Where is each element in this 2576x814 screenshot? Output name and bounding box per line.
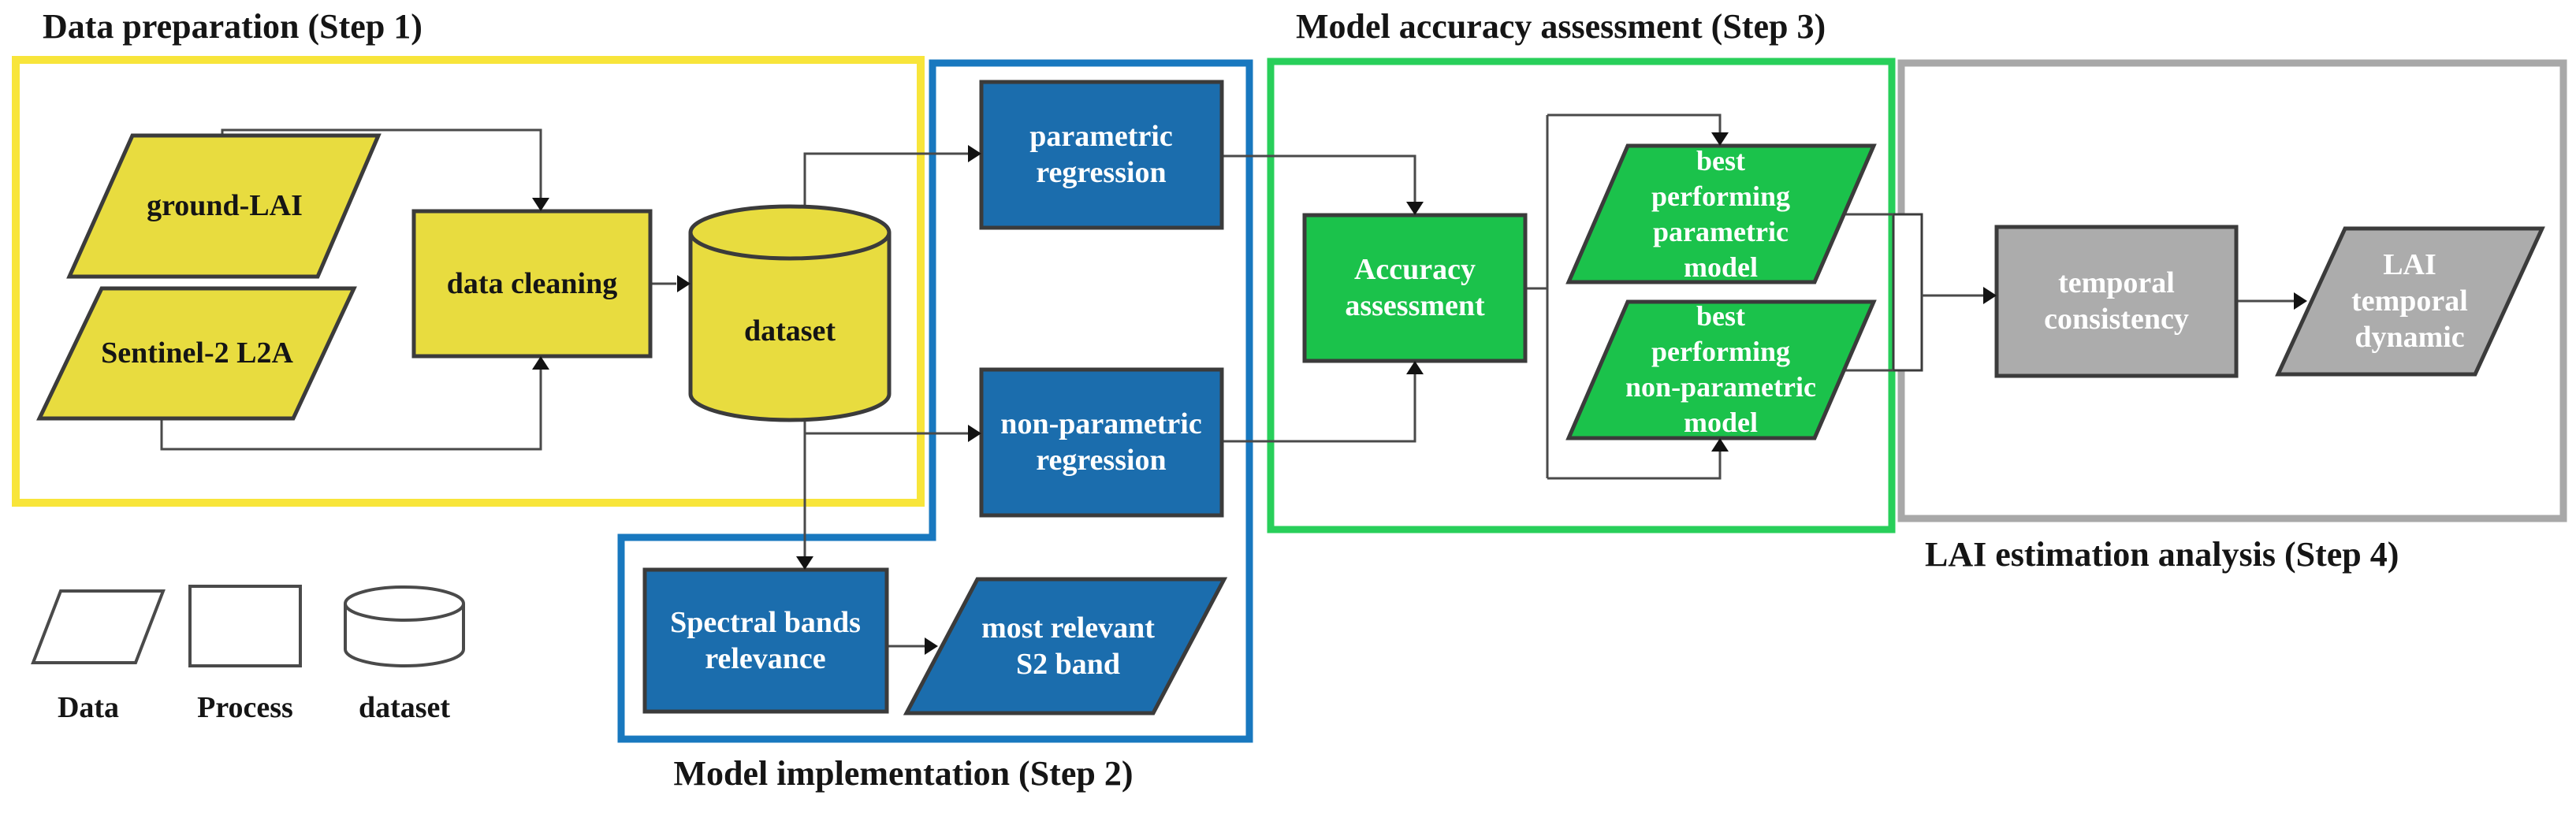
arrowhead — [532, 198, 549, 211]
parametric-regression-rect — [979, 80, 1224, 230]
temporal-consistency-label: temporal consistency — [2044, 266, 2189, 336]
connector-dataset-to-parametric — [803, 152, 968, 209]
connector-parametric-to-accuracy — [1222, 154, 1416, 202]
merge-bracket — [1892, 213, 1923, 372]
arrowhead — [968, 145, 981, 162]
arrowhead — [677, 275, 691, 292]
accuracy-assessment-rect — [1302, 213, 1528, 363]
best-parametric-label: best performing parametric model — [1651, 145, 1790, 283]
step2-title: Model implementation (Step 2) — [673, 754, 1134, 793]
connector-to-best-nonparametric — [1547, 451, 1722, 480]
data-cleaning-label: data cleaning — [446, 267, 618, 300]
connector-nonparametric-to-accuracy — [1222, 374, 1416, 443]
dataset-cylinder-top — [688, 204, 892, 261]
step1-title: Data preparation (Step 1) — [43, 7, 423, 46]
arrowhead — [1711, 132, 1729, 146]
best-non-parametric-parallelogram — [1565, 299, 1877, 440]
s2-band-label: most relevant S2 band — [981, 611, 1155, 681]
arrowhead — [1983, 287, 1997, 304]
arrowhead — [532, 356, 549, 370]
legend-data-parallelogram — [31, 589, 166, 664]
connector-groundlai-to-cleaning — [221, 128, 542, 199]
legend-process-label: Process — [197, 691, 293, 724]
legend-process-rect — [188, 585, 302, 667]
lai-dynamic-label: LAI temporal dynamic — [2351, 248, 2468, 354]
dataset-label: dataset — [743, 314, 836, 348]
legend-dataset-label: dataset — [358, 691, 451, 724]
connector-sentinel-to-cleaning — [160, 369, 542, 451]
arrowhead — [796, 556, 813, 570]
dataset-cylinder-body — [688, 232, 892, 422]
arrowhead — [2294, 292, 2307, 310]
accuracy-assessment-label: Accuracy assessment — [1345, 253, 1485, 322]
non-parametric-regression-label: non-parametric regression — [1000, 407, 1202, 477]
arrowhead — [1711, 438, 1729, 452]
ground-lai-parallelogram — [66, 133, 382, 279]
step3-group-box — [1267, 58, 1896, 533]
sentinel-label: Sentinel-2 L2A — [101, 336, 293, 370]
s2-band-parallelogram — [903, 577, 1228, 716]
data-cleaning-rect — [411, 209, 653, 359]
step1-group-box — [12, 56, 925, 507]
sentinel-parallelogram — [36, 286, 357, 421]
spectral-bands-rect — [642, 567, 889, 714]
legend-dataset-cylinder-top — [344, 585, 465, 622]
arrowhead — [968, 425, 981, 442]
parametric-regression-label: parametric regression — [1029, 120, 1173, 189]
non-parametric-regression-rect — [979, 367, 1224, 518]
legend-data-label: Data — [57, 691, 120, 724]
best-non-parametric-label: best performing non-parametric model — [1625, 300, 1816, 438]
step3-title: Model accuracy assessment (Step 3) — [1296, 7, 1826, 46]
ground-lai-label: ground-LAI — [147, 189, 303, 222]
arrowhead — [1406, 202, 1424, 215]
arrowhead — [1406, 361, 1424, 374]
arrowhead — [925, 637, 938, 655]
temporal-consistency-rect — [1994, 225, 2239, 378]
connector-to-best-parametric — [1547, 113, 1722, 132]
step2-group-box — [617, 59, 1253, 743]
step4-title: LAI estimation analysis (Step 4) — [1925, 535, 2399, 574]
best-parametric-parallelogram — [1565, 143, 1877, 284]
lai-dynamic-parallelogram — [2275, 226, 2545, 377]
spectral-bands-label: Spectral bands relevance — [670, 606, 861, 675]
